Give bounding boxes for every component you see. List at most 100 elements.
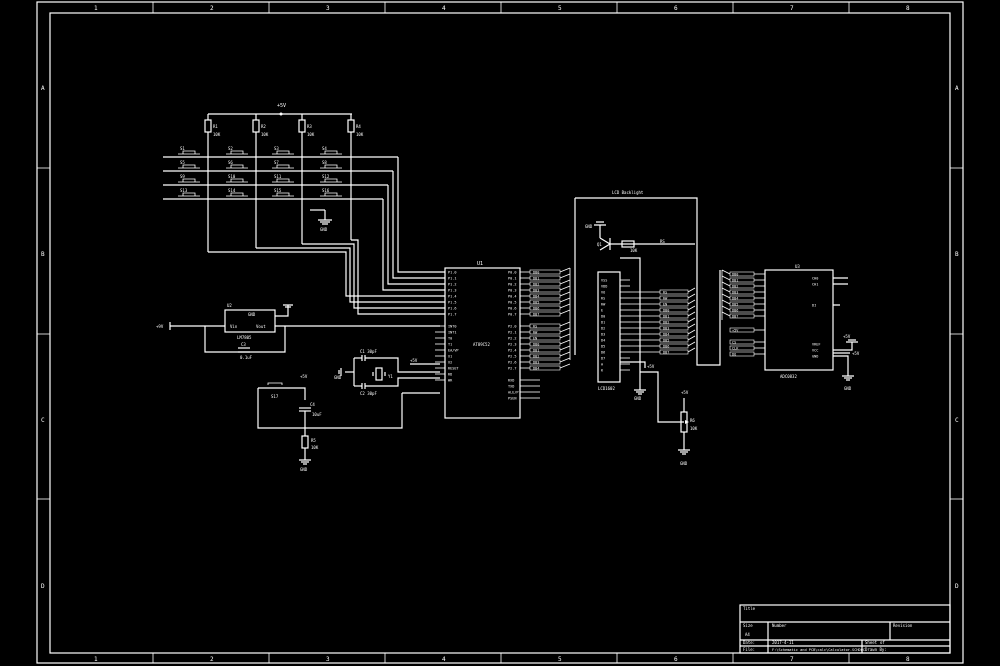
switch-label: S7 <box>274 160 279 165</box>
crystal-oscillator: GND Y1 C1 30pF C2 30pF +5V <box>334 349 440 396</box>
net-label: DB1 <box>533 277 539 281</box>
lcd-pin-label: D4 <box>601 339 605 343</box>
gnd-label: GND <box>320 227 328 232</box>
net-label: DB2 <box>533 355 539 359</box>
net-label: DB5 <box>533 301 539 305</box>
mcu-pin-label: P2.7 <box>508 367 516 371</box>
col-label: 2 <box>210 656 214 663</box>
col-label: 3 <box>326 5 330 12</box>
regulator-ref: U2 <box>227 303 232 308</box>
mcu-pin-label: RXD <box>508 379 514 383</box>
col-label: 6 <box>674 5 678 12</box>
col-label: 1 <box>94 656 98 663</box>
net-label: RS <box>663 291 667 295</box>
lcd-net: RS <box>660 239 665 244</box>
size-value: A4 <box>745 632 750 637</box>
crystal-c1: C1 30pF <box>360 349 377 354</box>
adc-net-label: CLK <box>732 347 739 351</box>
lcd-pin-label: D5 <box>601 345 605 349</box>
mcu-pin-label: ALE/P <box>508 391 519 395</box>
regulator-body <box>224 309 276 333</box>
bus-entry <box>687 329 696 335</box>
net-label: DB3 <box>533 289 539 293</box>
col-label: 8 <box>906 656 910 663</box>
mcu-pin-label: P0.3 <box>508 289 516 293</box>
title-block: Title Size A4 Number Revision Date: 2017… <box>739 604 951 654</box>
switch-labels: S1 S2 S3 S4 S5 S6 S7 S8 S9 S10 S11 S12 S… <box>180 146 330 193</box>
mcu-pin-label: P0.2 <box>508 283 516 287</box>
regulator-pin: Vout <box>256 324 266 329</box>
col-label: 5 <box>558 656 562 663</box>
mcu-pin-label: P0.1 <box>508 277 516 281</box>
bus-entry <box>687 293 696 299</box>
net-label: EN <box>663 303 667 307</box>
row-label: A <box>955 85 959 92</box>
adc-net-label: +5V <box>732 329 739 333</box>
bus-entry <box>559 321 571 327</box>
lcd-gnd-label-2: GND <box>634 396 642 401</box>
adc-net-label: CS <box>732 341 736 345</box>
outer-border <box>36 1 964 664</box>
lcd-pin-label: K <box>601 369 604 373</box>
mcu-pin-label: X2 <box>448 361 452 365</box>
mcu-pin-label: TXD <box>508 385 514 389</box>
mcu-pin-label: P1.5 <box>448 301 456 305</box>
bus-entry <box>559 297 571 303</box>
net-label: RW <box>663 297 668 301</box>
lcd-pin-label: VDD <box>601 285 607 289</box>
resistor-value: 10K <box>356 132 364 137</box>
switch-label: S3 <box>274 146 279 151</box>
bus-entry <box>721 299 731 305</box>
resistor-value: 10K <box>261 132 269 137</box>
mcu-pin-label: P2.3 <box>508 343 516 347</box>
net-label: DB6 <box>663 345 669 349</box>
bus-entry <box>687 341 696 347</box>
mcu-pin-label: INT1 <box>448 331 456 335</box>
col-label: 7 <box>790 5 794 12</box>
lcd-body <box>597 271 621 383</box>
resistor-ref: R2 <box>261 124 266 129</box>
bus-entry <box>687 323 696 329</box>
reset-cap-ref: C4 <box>310 402 315 407</box>
net-label: RW <box>533 331 538 335</box>
switch-label: S8 <box>322 160 327 165</box>
adc-gnd-label: GND <box>844 386 852 391</box>
date-label: Date: <box>743 640 755 645</box>
pot-vcc-label: +5V <box>681 390 689 395</box>
switch-label: S11 <box>274 174 282 179</box>
resistor-ref: R3 <box>307 124 312 129</box>
col-label: 7 <box>790 656 794 663</box>
net-label: DB7 <box>533 313 539 317</box>
bus-entry <box>559 285 571 291</box>
lcd-pot-value: 10K <box>630 248 638 253</box>
col-label: 4 <box>442 656 446 663</box>
inner-border <box>49 12 951 654</box>
lcd-pin-label: A <box>601 363 604 367</box>
bus-entry <box>559 339 571 345</box>
lcd-vcc-label: +5V <box>647 364 655 369</box>
switch-label: S6 <box>228 160 233 165</box>
date-value: 2017-4-11 <box>772 640 794 645</box>
drawn-label: Drawn By: <box>865 647 887 652</box>
bus-entry <box>721 287 731 293</box>
row-label: C <box>955 417 959 424</box>
switch-label: S14 <box>228 188 236 193</box>
bus-entry <box>687 335 696 341</box>
net-label: RS <box>533 325 537 329</box>
bus-entry <box>721 275 731 281</box>
col-label: 6 <box>674 656 678 663</box>
adc-part: ADC0832 <box>780 374 797 379</box>
switch-label: S16 <box>322 188 330 193</box>
resistor-value: 10K <box>307 132 315 137</box>
adc-pin-label: DI <box>812 304 816 308</box>
bus-entry <box>559 309 571 315</box>
bus-entry <box>559 273 571 279</box>
resistor-value: 10K <box>213 132 221 137</box>
pullup-resistors: R1 R2 R3 R4 10K 10K 10K 10K <box>204 114 364 137</box>
adc-body <box>764 269 834 371</box>
mcu-pin-label: P2.5 <box>508 355 516 359</box>
mcu-pin-label: P1.0 <box>448 271 456 275</box>
bus-entry <box>721 305 731 311</box>
mcu-pin-label: RD <box>448 373 452 377</box>
